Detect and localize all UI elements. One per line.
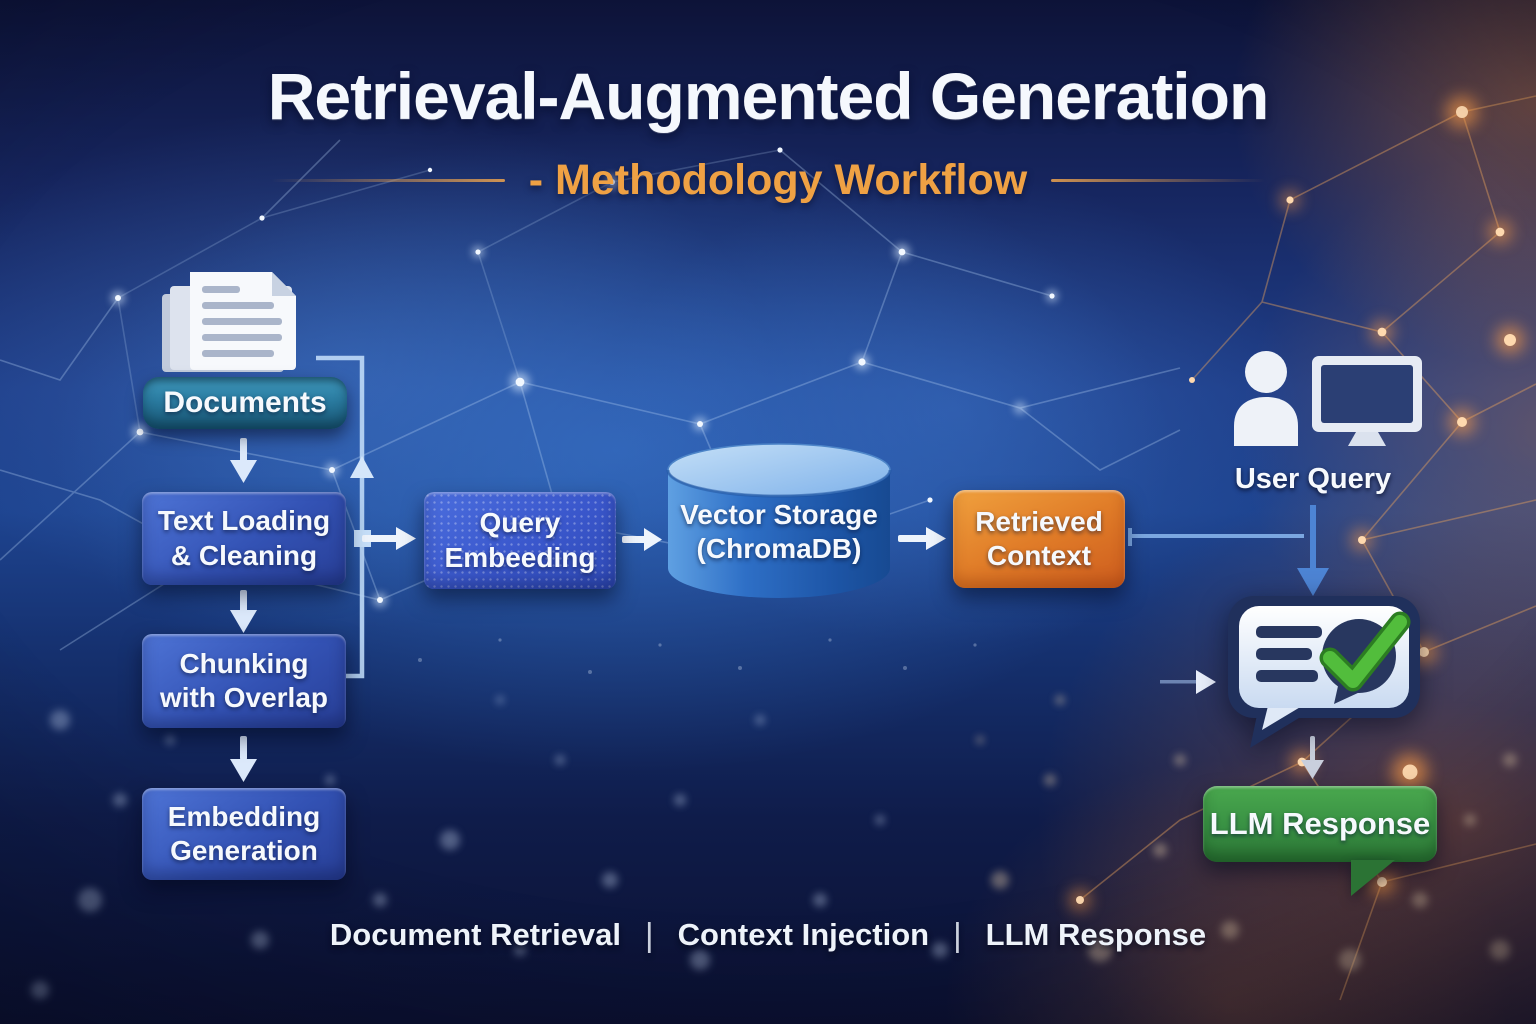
node-query-embedding-label: Query Embeeding (444, 507, 596, 573)
node-llm-response: LLM Response (1203, 786, 1437, 862)
node-chunking-label: Chunking with Overlap (159, 647, 329, 713)
legend-separator: | (645, 916, 654, 953)
node-text-loading-label: Text Loading & Cleaning (157, 505, 331, 571)
arrow-queryembedding-to-vectorstorage (622, 528, 662, 551)
legend-item-llm-response: LLM Response (985, 917, 1207, 952)
node-documents-label: Documents (163, 385, 327, 419)
node-embedding-generation: Embedding Generation (142, 788, 346, 880)
subtitle-rule-right (1051, 179, 1267, 182)
node-text-loading-cleaning: Text Loading & Cleaning (142, 492, 346, 585)
node-retrieved-context: Retrieved Context (953, 490, 1125, 588)
subtitle-rule-left (269, 179, 505, 182)
node-query-embedding: Query Embeeding (424, 492, 616, 589)
node-user-query: User Query (1203, 460, 1423, 500)
page-title: Retrieval-Augmented Generation (267, 59, 1270, 133)
node-embedding-label: Embedding Generation (167, 800, 321, 866)
documents-stack-icon (162, 272, 296, 372)
arrow-vectorstorage-to-retrievedcontext (898, 527, 946, 550)
legend-item-document-retrieval: Document Retrieval (329, 917, 622, 952)
arrow-documents-to-textloading (230, 438, 257, 483)
user-with-monitor-icon (1234, 351, 1422, 446)
node-llm-response-label: LLM Response (1209, 806, 1431, 842)
node-retrieved-context-label: Retrieved Context (975, 505, 1103, 571)
subtitle-row: - Methodology Workflow (0, 156, 1536, 205)
legend-item-context-injection: Context Injection (677, 917, 930, 952)
legend: Document Retrieval | Context Injection |… (0, 916, 1536, 954)
node-chunking-with-overlap: Chunking with Overlap (142, 634, 346, 728)
page-subtitle: - Methodology Workflow (528, 156, 1028, 204)
chat-bubble-check-icon (1228, 596, 1420, 748)
arrow-userquery-to-chat (1297, 505, 1329, 596)
node-vector-storage-label: Vector Storage (ChromaDB) (680, 499, 878, 565)
node-documents: Documents (143, 377, 347, 429)
node-user-query-label: User Query (1234, 463, 1392, 496)
legend-separator: | (953, 916, 962, 953)
arrow-textloading-to-chunking (230, 590, 257, 633)
arrow-chunking-to-embedding (230, 736, 257, 782)
header: Retrieval-Augmented Generation - Methodo… (0, 58, 1536, 205)
node-vector-storage: Vector Storage (ChromaDB) (663, 440, 895, 610)
